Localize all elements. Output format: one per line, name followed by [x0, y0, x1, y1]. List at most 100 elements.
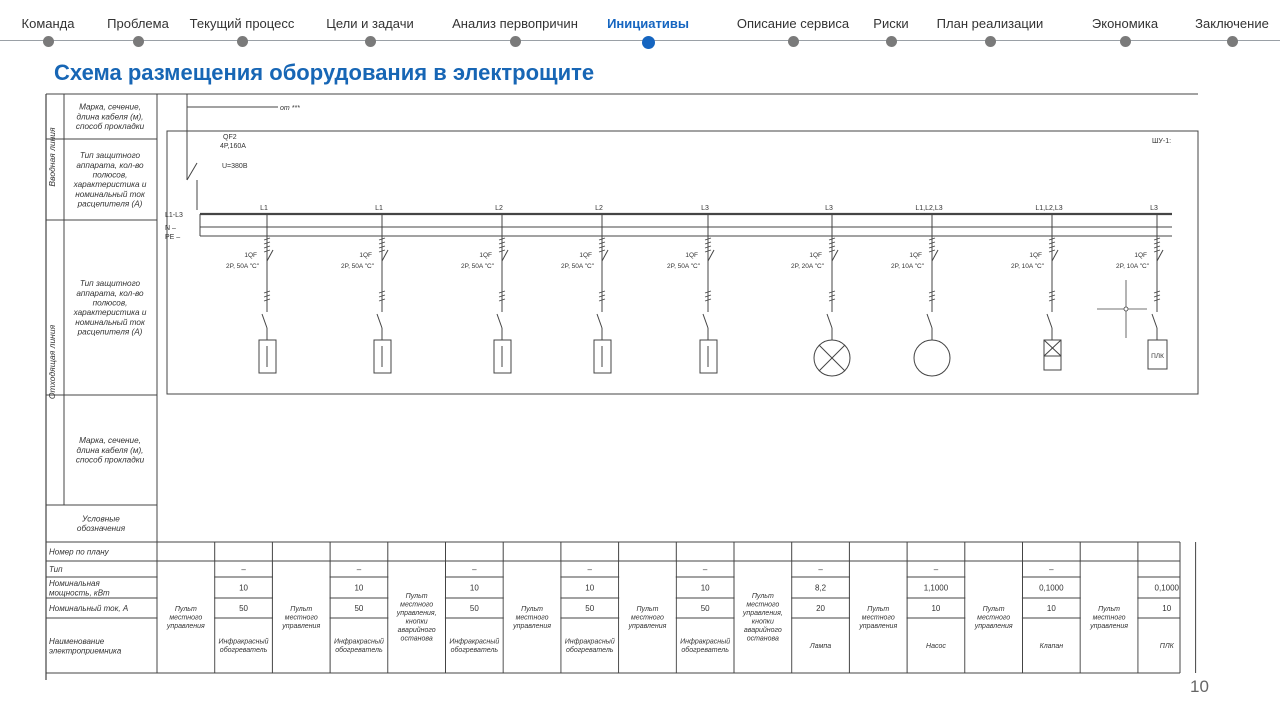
nav-item-label: Риски: [873, 16, 909, 31]
table-row-label: Номинальный ток, А: [49, 604, 128, 613]
bus-label: N –: [165, 225, 176, 232]
merged-cell-bg: [388, 561, 445, 673]
nav-dot-icon: [1119, 36, 1131, 47]
nav-item-label: Экономика: [1091, 16, 1159, 31]
merged-cell-bg: [157, 561, 215, 673]
feeder-breaker-name: 1QF: [809, 252, 822, 259]
nav-item-label: Инициативы: [607, 16, 689, 31]
nav-item-label: План реализации: [936, 16, 1044, 31]
breaker-contact-blade: [501, 249, 509, 262]
page-number: 10: [1190, 677, 1209, 696]
switch-contact-blade: [1151, 313, 1158, 329]
feeder-tick-mark: [928, 241, 936, 245]
table-cell-power: 0,1000: [1039, 584, 1064, 593]
switch-contact-blade: [596, 313, 603, 329]
page-title: Схема размещения оборудования в электрощ…: [54, 60, 595, 85]
table-cell-current: 50: [239, 604, 248, 613]
outgoing-line-group-label: Отходящая линия: [47, 324, 57, 399]
nav-dot-icon: [364, 36, 376, 47]
feeder-tick-mark: [1048, 241, 1056, 245]
feeder-breaker-rating: 2P, 10A "C": [891, 263, 925, 270]
feeder-breaker-rating: 2P, 10A "C": [1116, 263, 1150, 270]
feeder-tick-mark: [378, 245, 386, 249]
plc-icon: [1147, 339, 1168, 370]
supply-source-label: от ***: [280, 105, 300, 112]
feeder-tick-mark: [263, 237, 271, 241]
feeder-tick-mark: [598, 245, 606, 249]
nav-dot-icon: [236, 36, 248, 47]
supply-breaker-name: QF2: [223, 134, 237, 141]
merged-cell-bg: [965, 561, 1022, 673]
table-cell-power: 10: [354, 584, 363, 593]
feeder-phase-label: L1: [260, 205, 268, 212]
feeder-tick-mark: [1153, 249, 1161, 253]
left-row-label: Марка, сечение,длина кабеля (м),способ п…: [76, 436, 145, 464]
plc-icon-label: ПЛК: [1151, 353, 1164, 360]
feeder-tick-mark: [704, 237, 712, 241]
feeder-tick-mark: [378, 249, 386, 253]
feeder-breaker-rating: 2P, 10A "C": [1011, 263, 1045, 270]
nav-item-label: Заключение: [1195, 16, 1269, 31]
switch-contact-blade: [496, 313, 503, 329]
feeder-phase-label: L3: [701, 205, 709, 212]
merged-cell-bg: [850, 561, 907, 673]
nav-dot-icon: [132, 36, 144, 47]
table-cell-power: 8,2: [815, 584, 827, 593]
merged-cell-bg: [273, 561, 330, 673]
table-cell-current: 50: [701, 604, 710, 613]
feeder-tick-mark: [704, 249, 712, 253]
feeder-tick-mark: [498, 241, 506, 245]
bus-label: L1-L3: [165, 212, 183, 219]
valve-cross-line: [1043, 339, 1062, 357]
table-cell-current: 50: [470, 604, 479, 613]
feeder-tick-mark: [1153, 245, 1161, 249]
feeder-tick-mark: [1048, 249, 1056, 253]
input-line-group-label: Вводная линия: [47, 127, 57, 187]
feeder-phase-label: L2: [595, 205, 603, 212]
feeder-tick-mark: [378, 237, 386, 241]
table-cell-type: –: [703, 565, 708, 574]
nav-timeline: [0, 40, 1280, 41]
table-cell-name: Лампа: [809, 643, 831, 650]
feeder-tick-mark: [598, 237, 606, 241]
switch-contact-blade: [926, 313, 933, 329]
breaker-contact-blade: [266, 249, 274, 262]
breaker-contact-blade: [601, 249, 609, 262]
nav-dot-icon: [787, 36, 799, 47]
feeder-tick-mark: [498, 245, 506, 249]
feeder-tick-mark: [1048, 245, 1056, 249]
feeder-breaker-name: 1QF: [685, 252, 698, 259]
feeder-breaker-rating: 2P, 50A "C": [461, 263, 495, 270]
valve-icon: [1043, 339, 1062, 371]
merged-cell-bg: [1080, 561, 1138, 673]
feeder-tick-mark: [1153, 241, 1161, 245]
table-cell-type: –: [1049, 565, 1054, 574]
feeder-tick-mark: [263, 245, 271, 249]
table-cell-power: 10: [585, 584, 594, 593]
table-cell-power: 10: [701, 584, 710, 593]
table-cell-current: 10: [931, 604, 940, 613]
feeder-breaker-rating: 2P, 50A "C": [561, 263, 595, 270]
nav-dot-icon: [641, 36, 655, 49]
table-cell-power: 10: [470, 584, 479, 593]
feeder-breaker-rating: 2P, 50A "C": [667, 263, 701, 270]
nav-item-label: Цели и задачи: [326, 16, 414, 31]
feeder-tick-mark: [704, 241, 712, 245]
table-row-label: Номер по плану: [49, 548, 110, 557]
table-cell-power: 1,1000: [924, 584, 949, 593]
